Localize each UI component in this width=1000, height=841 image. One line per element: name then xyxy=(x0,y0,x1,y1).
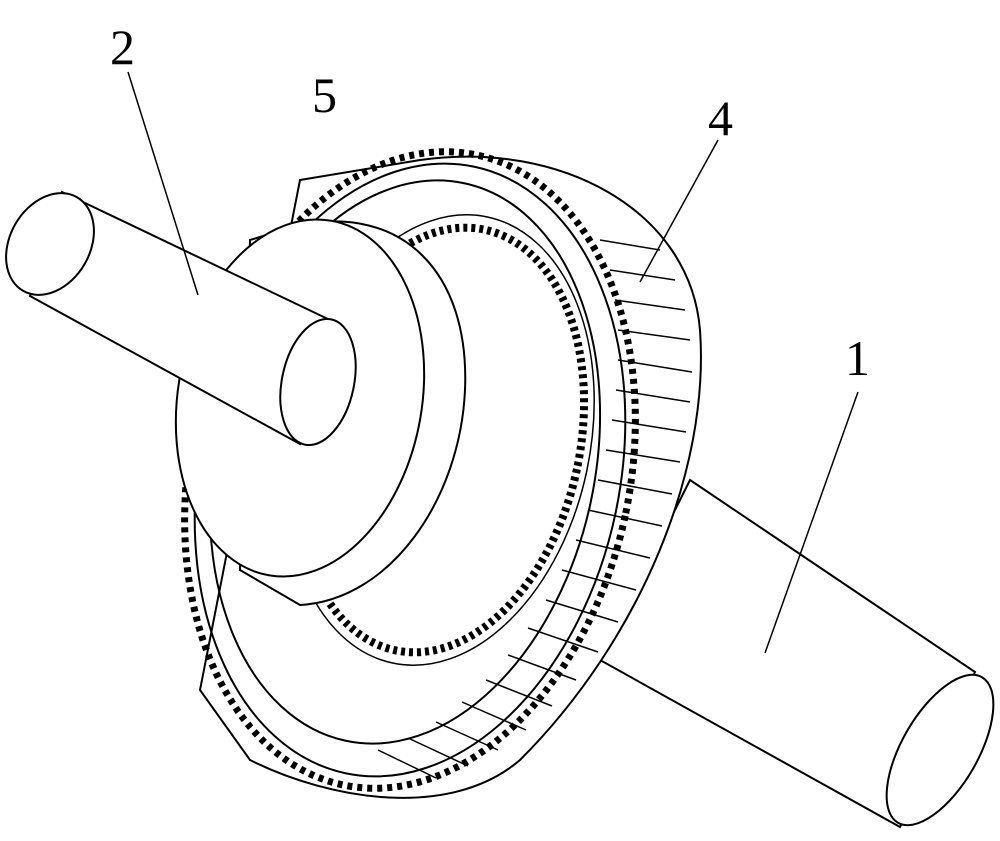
gear-4-tooth-ring xyxy=(181,148,639,792)
callout-label-2: 2 xyxy=(110,19,135,75)
shaft-2 xyxy=(5,190,357,447)
shaft-2-end-face xyxy=(5,192,95,296)
leader-line-1 xyxy=(764,391,859,654)
callout-label-4: 4 xyxy=(708,90,733,146)
leader-line-4 xyxy=(639,139,719,283)
shaft-2-hub-end xyxy=(279,317,357,447)
shaft-1-end-face xyxy=(885,673,995,827)
callout-label-1: 1 xyxy=(845,330,870,386)
gear-4-rim-teeth xyxy=(377,239,693,779)
leader-lines xyxy=(127,71,859,654)
callout-label-5: 5 xyxy=(312,67,337,123)
leader-line-2 xyxy=(127,71,199,296)
